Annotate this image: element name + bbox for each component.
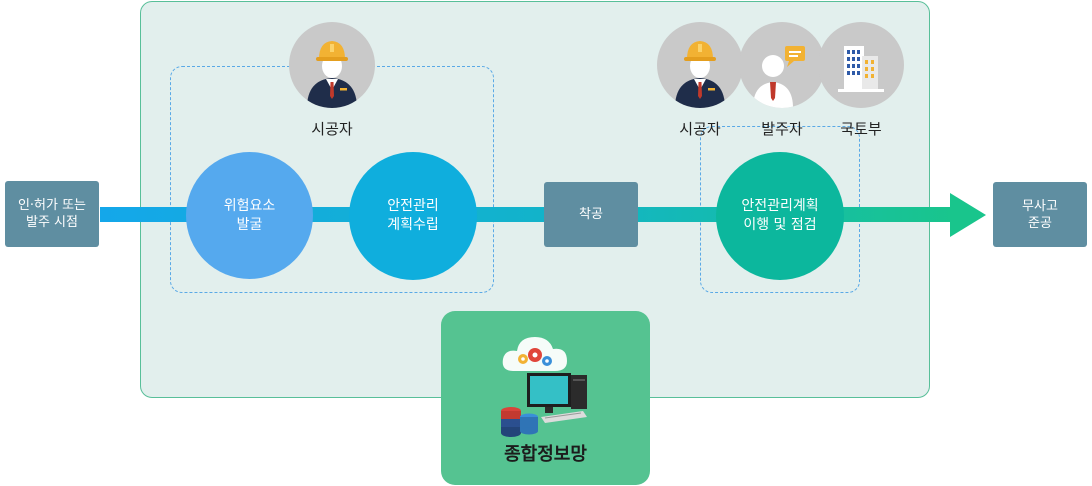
contractor-role-label: 시공자 [311, 120, 353, 138]
client-avatar [739, 22, 825, 108]
contractor-role-label-2: 시공자 [679, 120, 721, 138]
step-plan-implementation-label: 안전관리계획 이행 및 점검 [741, 198, 819, 233]
contractor-avatar [289, 22, 375, 108]
integrated-info-network-box [441, 311, 650, 485]
end-box: 무사고 준공 [993, 182, 1087, 247]
building-icon [838, 46, 884, 92]
integrated-info-network-label: 종합정보망 [504, 444, 587, 465]
ministry-avatar [818, 22, 904, 108]
step-hazard-label: 위험요소 발굴 [223, 197, 276, 233]
step-safety-plan: 안전관리 계획수립 [349, 152, 477, 280]
worker-icon [307, 41, 357, 108]
end-label: 무사고 준공 [1022, 198, 1058, 231]
start-label: 인·허가 또는 발주 시점 [17, 198, 87, 230]
ministry-role-label: 국토부 [840, 120, 882, 138]
start-box: 인·허가 또는 발주 시점 [5, 181, 99, 247]
computer-server-icon [501, 337, 587, 437]
step-safety-plan-label: 안전관리 계획수립 [387, 198, 439, 233]
construction-start-label: 착공 [579, 207, 603, 222]
construction-start-box: 착공 [544, 182, 638, 247]
contractor-avatar-2 [657, 22, 743, 108]
step-plan-implementation: 안전관리계획 이행 및 점검 [716, 152, 844, 280]
client-role-label: 발주자 [761, 120, 803, 138]
worker-icon [675, 41, 725, 108]
step-hazard-identification: 위험요소 발굴 [186, 152, 313, 279]
person-speech-icon [753, 46, 805, 108]
